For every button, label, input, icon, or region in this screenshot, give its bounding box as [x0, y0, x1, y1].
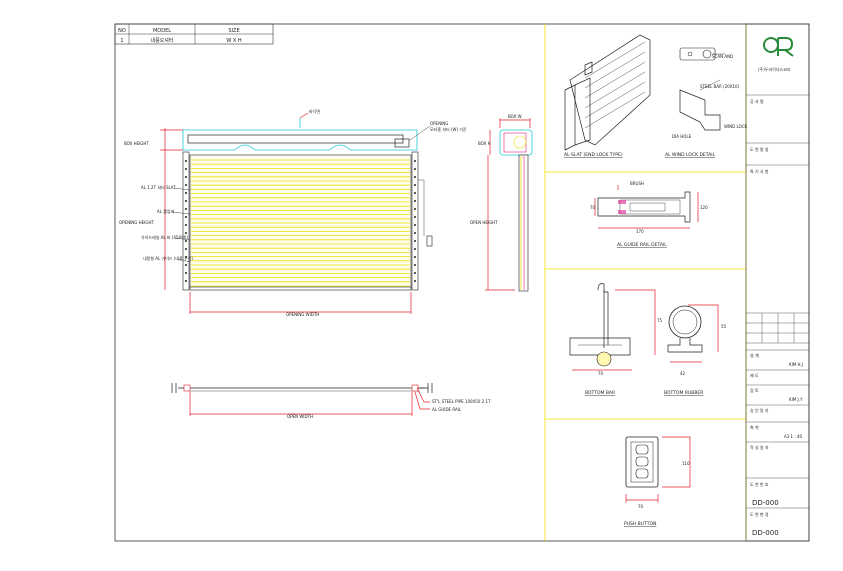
sheet-no-value: DD-000: [752, 529, 779, 537]
designed-value: KIM H.J: [789, 362, 803, 367]
elevation-opening-width: OPENING WIDTH: [286, 312, 319, 317]
table-header-model: MODEL: [153, 28, 171, 34]
rail-detail-title: AL GUIDE RAIL DETAIL: [617, 242, 667, 248]
table-header-no: NO: [118, 28, 126, 34]
shutter-curtain: [189, 154, 412, 289]
section-box-w: BOX W: [508, 114, 522, 119]
section-opening-height: OPEN HEIGHT: [470, 220, 498, 225]
designed-label: 설 계: [750, 352, 759, 358]
slat-lines: [191, 159, 410, 287]
bottom-rubber-h: 55: [721, 324, 727, 329]
wind-label-1: SCAN AND: [712, 54, 733, 59]
title-block: (주)두리이다스코리 공 사 명 도 면 명 칭 특 기 사 항 설 계 KIM…: [745, 23, 810, 542]
company-name: (주)두리이다스코리: [758, 66, 791, 72]
push-button-h: 110: [682, 461, 690, 466]
bottom-bar-title: BOTTOM BAR: [585, 390, 615, 396]
box-height-label: BOX HEIGHT: [124, 141, 149, 146]
slat-label-1: AL 1.2T 셔터 SLAT: [141, 184, 176, 190]
detail-al-slat: AL-SLAT (END LOCK TYPE): [564, 34, 651, 158]
al-slat-title: AL-SLAT (END LOCK TYPE): [564, 152, 623, 158]
drawing-no-value: DD-000: [752, 499, 779, 507]
checked-value: KIM J.Y: [789, 397, 803, 402]
title-field-2: 도 면 명 칭: [750, 146, 769, 152]
slat-label-4: 내풍형 AL 가이드 (내풍 구간): [143, 255, 193, 261]
callout-opening: OPENING: [430, 121, 448, 126]
bottom-rubber-w: 42: [680, 371, 686, 376]
model-table: NO MODEL SIZE 1 내풍오셔터 W X H: [114, 23, 274, 45]
title-field-3: 특 기 사 항: [750, 168, 769, 174]
detail-bottom-bar: 75 70 BOTTOM BAR: [569, 283, 663, 396]
push-button-w: 70: [638, 504, 644, 509]
plan-guide-rail: AL GUIDE RAIL: [432, 407, 462, 412]
plan-steel-pipe: ST'L STEEL PIPE 100X50 2.1T: [432, 399, 491, 404]
section-box-h: BOX H: [478, 141, 491, 146]
approved-label: 승 인 일 자: [750, 407, 769, 413]
front-elevation: 바닥면 OPENING 모터홈 셔터 (W) 기준 BOX HEIGHT OPE…: [119, 108, 467, 317]
checked-label: 검 토: [750, 387, 759, 393]
detail-bottom-rubber: 55 42 BOTTOM RUBBER: [664, 304, 727, 396]
side-section: BOX W BOX H OPEN HEIGHT: [470, 114, 533, 292]
rail-brush-label: BRUSH: [630, 181, 644, 186]
bottom-bar-h: 75: [657, 318, 663, 323]
plan-opening-width: OPEN WIDTH: [287, 414, 313, 419]
title-field-1: 공 사 명: [750, 98, 764, 104]
rail-dim-l: 70: [590, 205, 596, 210]
callout-motor: 모터홈 셔터 (W) 기준: [430, 126, 467, 132]
scale-label: 축 척: [750, 424, 759, 430]
table-header-size: SIZE: [228, 28, 239, 34]
drawn-label: 제 도: [750, 372, 759, 378]
detail-guide-rail: BRUSH 70 120 170 AL GUIDE RAIL DETAIL: [590, 181, 708, 248]
rail-dim-h: 120: [700, 205, 708, 210]
bottom-bar-w: 70: [598, 371, 604, 376]
company-logo: [763, 37, 794, 57]
wind-label-3: DIA HOLE: [672, 134, 692, 139]
wind-lock-title: AL WIND LOCK DETAIL: [665, 152, 716, 158]
scale-value: A3 1 : 40: [784, 434, 803, 439]
wind-label-2: STEEL BAR (20X10): [700, 84, 740, 89]
date-label: 작 성 일 자: [750, 444, 769, 450]
detail-wind-lock: SCAN AND STEEL BAR (20X10) DIA HOLE WIND…: [665, 47, 748, 158]
detail-push-button: 110 70 PUSH BUTTON: [624, 436, 691, 527]
table-cell-size: W X H: [226, 38, 242, 44]
revision-grid: [746, 312, 809, 344]
sheet-no-label: 도 면 변 경: [750, 511, 769, 517]
table-cell-model: 내풍오셔터: [150, 37, 173, 44]
elevation-opening-height: OPENING HEIGHT: [119, 220, 154, 225]
callout-top: 바닥면: [309, 108, 320, 114]
slat-label-2: AL 롤링바: [157, 208, 175, 214]
push-button-title: PUSH BUTTON: [624, 521, 656, 527]
drawing-no-label: 도 면 번 호: [750, 481, 769, 487]
table-cell-no: 1: [120, 38, 123, 44]
rail-dim-w: 170: [636, 229, 644, 234]
plan-view: OPEN WIDTH ST'L STEEL PIPE 100X50 2.1T A…: [171, 383, 491, 419]
slat-label-3: 가이드레일 AL 바 (45X90): [141, 234, 188, 240]
bottom-rubber-title: BOTTOM RUBBER: [664, 390, 703, 396]
wind-label-4: WIND LOCK: [724, 124, 748, 129]
